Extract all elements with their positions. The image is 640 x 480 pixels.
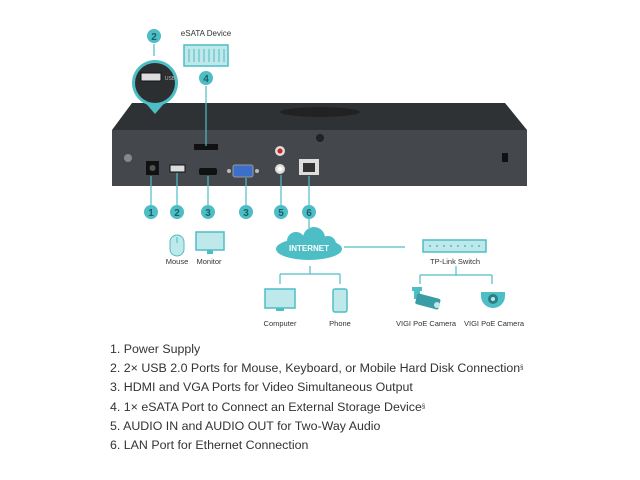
camera1-label: VIGI PoE Camera: [396, 319, 457, 328]
hdmi-port: [199, 168, 217, 175]
footnote-mark: §: [520, 365, 524, 372]
mouse-icon: [169, 234, 185, 257]
callout-5: 5: [278, 208, 284, 219]
esata-device-label: eSATA Device: [181, 29, 232, 38]
feature-text: 4. 1× eSATA Port to Connect an External …: [110, 399, 422, 414]
phone-label: Phone: [329, 319, 351, 328]
feature-text: 2. 2× USB 2.0 Ports for Mouse, Keyboard,…: [110, 361, 521, 376]
nvr-device: [112, 103, 527, 186]
callout-2: 2: [174, 208, 180, 219]
mouse-label: Mouse: [166, 257, 189, 266]
feature-item: 5. AUDIO IN and AUDIO OUT for Two-Way Au…: [110, 417, 523, 436]
usb-label: USB: [165, 76, 176, 82]
ground-icon: [124, 154, 132, 162]
computer-label: Computer: [264, 319, 297, 328]
feature-item: 1. Power Supply: [110, 340, 523, 359]
phone-icon: [332, 288, 348, 313]
callout-3-vga: 3: [243, 208, 249, 219]
vga-port: [232, 164, 254, 178]
lock-slot: [502, 153, 508, 162]
feature-text: 1. Power Supply: [110, 342, 201, 356]
bullet-camera-icon: [412, 287, 441, 310]
monitor-label: Monitor: [196, 257, 222, 266]
feature-item: 3. HDMI and VGA Ports for Video Simultan…: [110, 378, 523, 397]
callout-top-4: 4: [203, 74, 209, 85]
feature-item: 6. LAN Port for Ethernet Connection: [110, 436, 523, 455]
switch-icon: [422, 239, 487, 253]
usb-port: [169, 164, 186, 173]
internet-cloud-icon: INTERNET: [276, 227, 342, 260]
port-callouts: 1 2 3 3 5 6 2 4: [144, 29, 316, 219]
callout-1: 1: [148, 208, 154, 219]
camera2-label: VIGI PoE Camera: [464, 319, 525, 328]
footnote-mark: §: [421, 403, 426, 410]
dome-camera-icon: [481, 292, 505, 308]
callout-top-2: 2: [151, 32, 157, 43]
feature-text: 5. AUDIO IN and AUDIO OUT for Two-Way Au…: [110, 418, 381, 433]
audio-out-port: [277, 166, 283, 172]
callout-6: 6: [306, 208, 312, 219]
screw-icon: [316, 134, 324, 142]
usb-zoom-bubble: USB: [132, 60, 178, 114]
callout-3-hdmi: 3: [205, 208, 211, 219]
feature-list: 1. Power Supply 2. 2× USB 2.0 Ports for …: [110, 340, 523, 455]
audio-in-port: [277, 148, 283, 154]
switch-label: TP-Link Switch: [430, 257, 480, 266]
feature-text: 6. LAN Port for Ethernet Connection: [110, 438, 309, 453]
esata-device-icon: [183, 44, 229, 67]
feature-item: 2. 2× USB 2.0 Ports for Mouse, Keyboard,…: [110, 359, 523, 378]
esata-port: [194, 144, 218, 150]
feature-item: 4. 1× eSATA Port to Connect an External …: [110, 398, 523, 417]
feature-text: 3. HDMI and VGA Ports for Video Simultan…: [110, 380, 413, 395]
monitor-icon: [195, 231, 225, 254]
internet-label: INTERNET: [289, 244, 329, 253]
computer-icon: [264, 288, 296, 311]
